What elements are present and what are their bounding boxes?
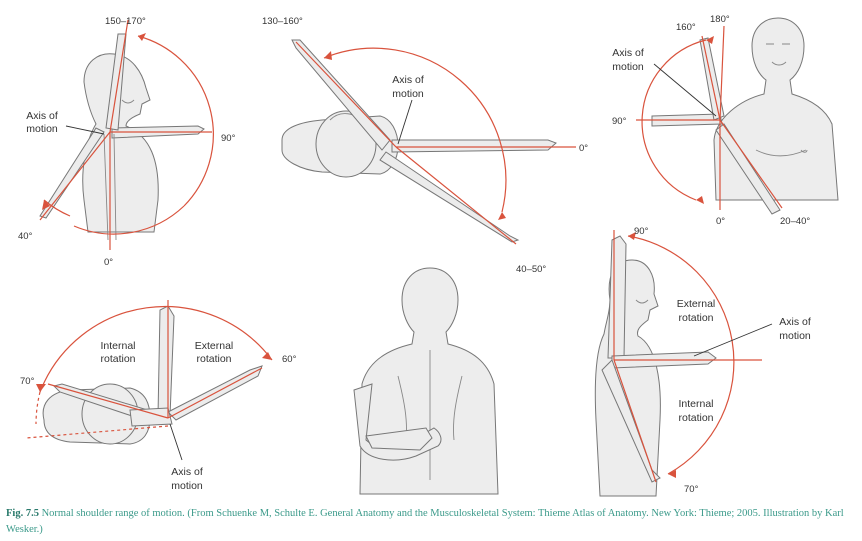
panel-rotation-side: 90° External rotation Axis of motion Int… [594, 226, 811, 497]
forearm-vertical [157, 305, 175, 417]
arm-straight [391, 139, 557, 153]
label-internal-line1: Internal [678, 398, 713, 410]
label-abduction-0: 0° [716, 216, 725, 227]
label-axis-line2: motion [392, 88, 424, 100]
panel-back-view [353, 267, 499, 495]
caption-text: Normal shoulder range of motion. (From S… [6, 508, 844, 535]
label-axis-line1: Axis of [26, 110, 58, 122]
label-flexion-90: 90° [221, 133, 236, 144]
forearm-up [607, 235, 627, 359]
arc-abduction [641, 39, 707, 201]
label-extension-40: 40° [18, 231, 33, 242]
hand-behind-back [365, 427, 433, 451]
figure-back-body [359, 267, 499, 495]
label-axis-line2: motion [171, 480, 203, 492]
label-external-line1: External [677, 298, 716, 310]
label-flexion-range: 150–170° [105, 16, 146, 27]
label-adduction-20-40: 20–40° [780, 216, 810, 227]
arm-forward [291, 39, 391, 151]
label-external-line1: External [195, 340, 234, 352]
label-external-60: 60° [282, 354, 297, 365]
label-internal-70: 70° [20, 376, 35, 387]
figure-caption: Fig. 7.5 Normal shoulder range of motion… [6, 506, 856, 538]
figure-front-body [713, 17, 839, 201]
label-external-line2: rotation [678, 312, 713, 324]
arc-horizontal [323, 47, 507, 213]
label-internal-line2: rotation [100, 353, 135, 365]
panel-abduction: 160° 180° Axis of motion 90° 0° 20–40° [612, 14, 839, 227]
panel-rotation-top: Internal rotation External rotation 70° … [20, 300, 297, 492]
upper-arm [129, 407, 173, 427]
label-internal-line1: Internal [100, 340, 135, 352]
arc-rotation-side [627, 235, 735, 475]
label-abduction-90: 90° [612, 116, 627, 127]
shoulder-range-of-motion-figure: 150–170° Axis of motion 90° 40° 0° 130–1… [18, 14, 839, 497]
label-axis-line1: Axis of [171, 466, 203, 478]
arc-rotation-top [39, 305, 273, 393]
label-axis-line2: motion [779, 330, 811, 342]
caption-label: Fig. 7.5 [6, 508, 39, 519]
arc-flexion [137, 35, 214, 207]
label-flexion-0: 0° [104, 257, 113, 268]
arm-extended [39, 127, 105, 219]
label-rotation-90: 90° [634, 226, 649, 237]
label-axis-line1: Axis of [392, 74, 424, 86]
label-internal-line2: rotation [678, 412, 713, 424]
label-axis-line1: Axis of [779, 316, 811, 328]
label-axis-line2: motion [26, 123, 58, 135]
arm-adducted [715, 123, 781, 215]
label-horizontal-0: 0° [579, 143, 588, 154]
label-abduction-160: 160° [676, 22, 696, 33]
panel-horizontal: 130–160° Axis of motion 0° 40–50° [262, 16, 588, 275]
label-horizontal-40-50: 40–50° [516, 264, 546, 275]
label-horizontal-range: 130–160° [262, 16, 303, 27]
label-internal-70: 70° [684, 484, 699, 495]
label-axis-line1: Axis of [612, 47, 644, 59]
label-external-line2: rotation [196, 353, 231, 365]
label-axis-line2: motion [612, 61, 644, 73]
label-abduction-180: 180° [710, 14, 730, 25]
head-top [315, 110, 377, 178]
panel-flexion-extension: 150–170° Axis of motion 90° 40° 0° [18, 16, 236, 268]
